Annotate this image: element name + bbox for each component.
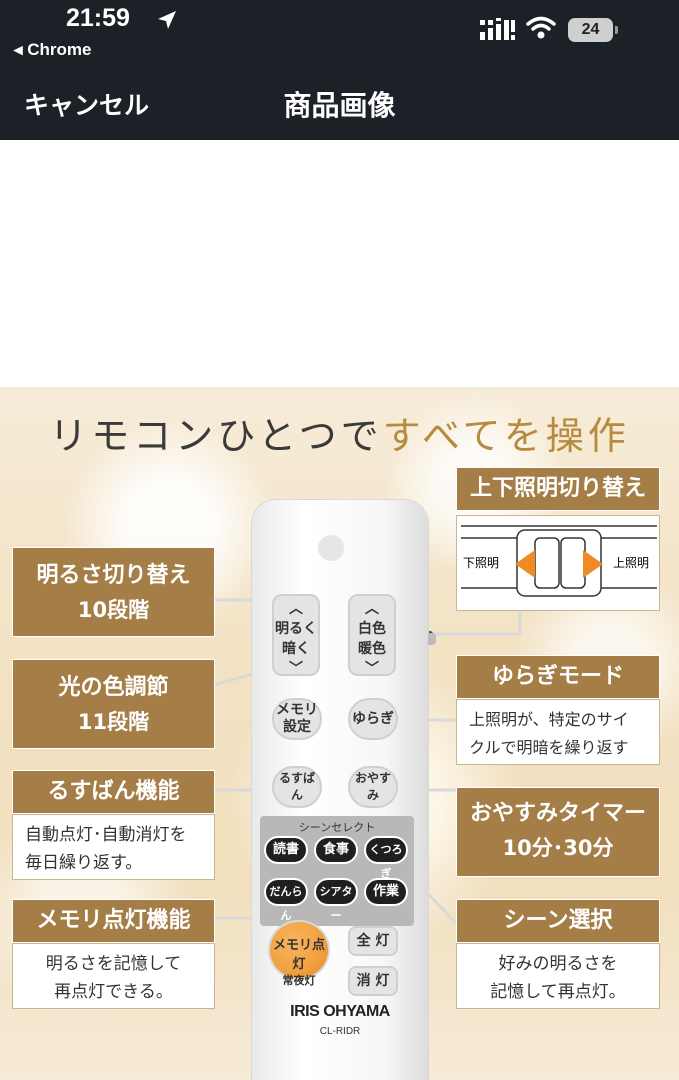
battery-tip — [615, 26, 618, 34]
down-arrow-icon: ﹀ — [365, 661, 379, 677]
sleep-callout: おやすみタイマー 10分･30分 — [456, 787, 660, 877]
remote-control: ︿ 明るく 暗く ﹀ ︿ 白色 暖色 ﹀ メモリ 設定 ゆらぎ るすばん おやす… — [252, 500, 436, 1080]
away-title: るすばん機能 — [47, 779, 180, 804]
scene-select-panel: シーンセレクト 読書 食事 くつろぎ だんらん シアター 作業 — [260, 816, 414, 926]
memory-light-button[interactable]: メモリ点灯 常夜灯 — [268, 920, 330, 987]
headline-plain: リモコンひとつで — [49, 414, 383, 458]
signal-icon — [480, 18, 515, 40]
away-callout-desc: 自動点灯･自動消灯を 毎日繰り返す。 — [12, 814, 215, 880]
memory-callout-desc: 明るさを記憶して 再点灯できる。 — [12, 943, 215, 1009]
memory-set-button[interactable]: メモリ 設定 — [272, 698, 322, 740]
cancel-button[interactable]: キャンセル — [24, 91, 150, 120]
fluct-callout-desc: 上照明が、特定のサイ クルで明暗を繰り返す — [456, 699, 660, 765]
fluct-desc-line2: クルで明暗を繰り返す — [469, 738, 629, 757]
model-number: CL-RIDR — [319, 1026, 361, 1037]
scene-desc-line2: 記憶して再点灯。 — [490, 982, 626, 1002]
updown-diagram: 下照明 上照明 — [456, 515, 660, 611]
top-bar: 21:59 ◂ Chrome 24 キャンセル 商品画像 — [0, 0, 679, 140]
fluctuation-button[interactable]: ゆらぎ — [348, 698, 398, 740]
brand-logo: IRIS OHYAMA — [290, 1003, 390, 1020]
brightness-up-label: 明るく — [275, 621, 317, 637]
memory-desc-line1: 明るさを記憶して — [45, 954, 182, 974]
memory-set-label-2: 設定 — [283, 719, 311, 735]
battery-icon: 24 — [568, 18, 618, 42]
scene-title: シーン選択 — [503, 908, 613, 933]
down-arrow-icon: ﹀ — [289, 661, 303, 677]
away-button[interactable]: るすばん — [272, 766, 322, 808]
up-arrow-icon: ︿ — [289, 601, 303, 617]
memory-set-label-1: メモリ — [276, 702, 318, 718]
scene-callout-title: シーン選択 — [456, 899, 660, 943]
scene-family-button[interactable]: だんらん — [264, 878, 308, 922]
page-title: 商品画像 — [283, 89, 396, 122]
all-on-button[interactable]: 全 灯 — [348, 926, 398, 956]
brightness-sub: 10段階 — [77, 598, 150, 622]
ir-window — [318, 535, 344, 561]
off-button[interactable]: 消 灯 — [348, 966, 398, 996]
color-key[interactable]: ︿ 白色 暖色 ﹀ — [348, 594, 396, 677]
scene-callout-desc: 好みの明るさを 記憶して再点灯。 — [456, 943, 660, 1009]
side-switch — [428, 633, 436, 645]
scene-select-label: シーンセレクト — [298, 821, 376, 834]
back-to-chrome-link[interactable]: ◂ Chrome — [14, 40, 92, 59]
brightness-callout: 明るさ切り替え 10段階 — [12, 547, 215, 637]
away-callout-title: るすばん機能 — [12, 770, 215, 814]
color-sub: 11段階 — [77, 710, 150, 734]
product-image[interactable]: リモコンひとつですべてを操作 ︿ — [0, 387, 679, 1080]
fluct-callout-title: ゆらぎモード — [456, 655, 660, 699]
scene-work-button[interactable]: 作業 — [364, 878, 408, 906]
warm-label: 暖色 — [358, 641, 386, 657]
memory-callout-title: メモリ点灯機能 — [12, 899, 215, 943]
status-time: 21:59 — [66, 4, 130, 32]
brightness-title: 明るさ切り替え — [36, 563, 191, 588]
scene-reading-button[interactable]: 読書 — [264, 836, 308, 864]
color-title: 光の色調節 — [58, 675, 169, 700]
brightness-down-label: 暗く — [282, 641, 310, 657]
memory-title: メモリ点灯機能 — [36, 908, 191, 933]
fluct-desc-line1: 上照明が、特定のサイ — [469, 710, 629, 729]
updown-callout-title: 上下照明切り替え — [456, 467, 660, 511]
up-arrow-icon: ︿ — [365, 601, 379, 617]
night-light-label: 常夜灯 — [282, 974, 316, 987]
scene-relax-button[interactable]: くつろぎ — [364, 836, 408, 880]
sleep-sub: 10分･30分 — [502, 836, 614, 860]
scene-theater-button[interactable]: シアター — [314, 878, 358, 922]
location-arrow-icon — [158, 11, 176, 29]
memory-desc-line2: 再点灯できる。 — [54, 982, 173, 1002]
sleep-button[interactable]: おやすみ — [348, 766, 398, 808]
scene-meal-button[interactable]: 食事 — [314, 836, 358, 864]
away-desc-line1: 自動点灯･自動消灯を — [25, 825, 187, 845]
updown-title: 上下照明切り替え — [469, 476, 646, 501]
upper-light-label: 上照明 — [611, 554, 652, 571]
brightness-key[interactable]: ︿ 明るく 暗く ﹀ — [272, 594, 320, 677]
lamp-diagram-icon — [461, 525, 657, 597]
away-desc-line2: 毎日繰り返す。 — [25, 853, 143, 873]
white-label: 白色 — [358, 621, 386, 637]
fluct-title: ゆらぎモード — [491, 664, 624, 689]
lower-light-label: 下照明 — [461, 554, 502, 571]
color-callout: 光の色調節 11段階 — [12, 659, 215, 749]
sleep-title: おやすみタイマー — [469, 801, 646, 826]
wifi-icon — [526, 16, 556, 39]
memory-light-label: メモリ点灯 — [272, 938, 325, 972]
scene-desc-line1: 好みの明るさを — [498, 954, 618, 974]
battery-level: 24 — [568, 18, 613, 42]
headline-accent: すべてを操作 — [382, 414, 630, 458]
product-headline: リモコンひとつですべてを操作 — [0, 405, 679, 460]
